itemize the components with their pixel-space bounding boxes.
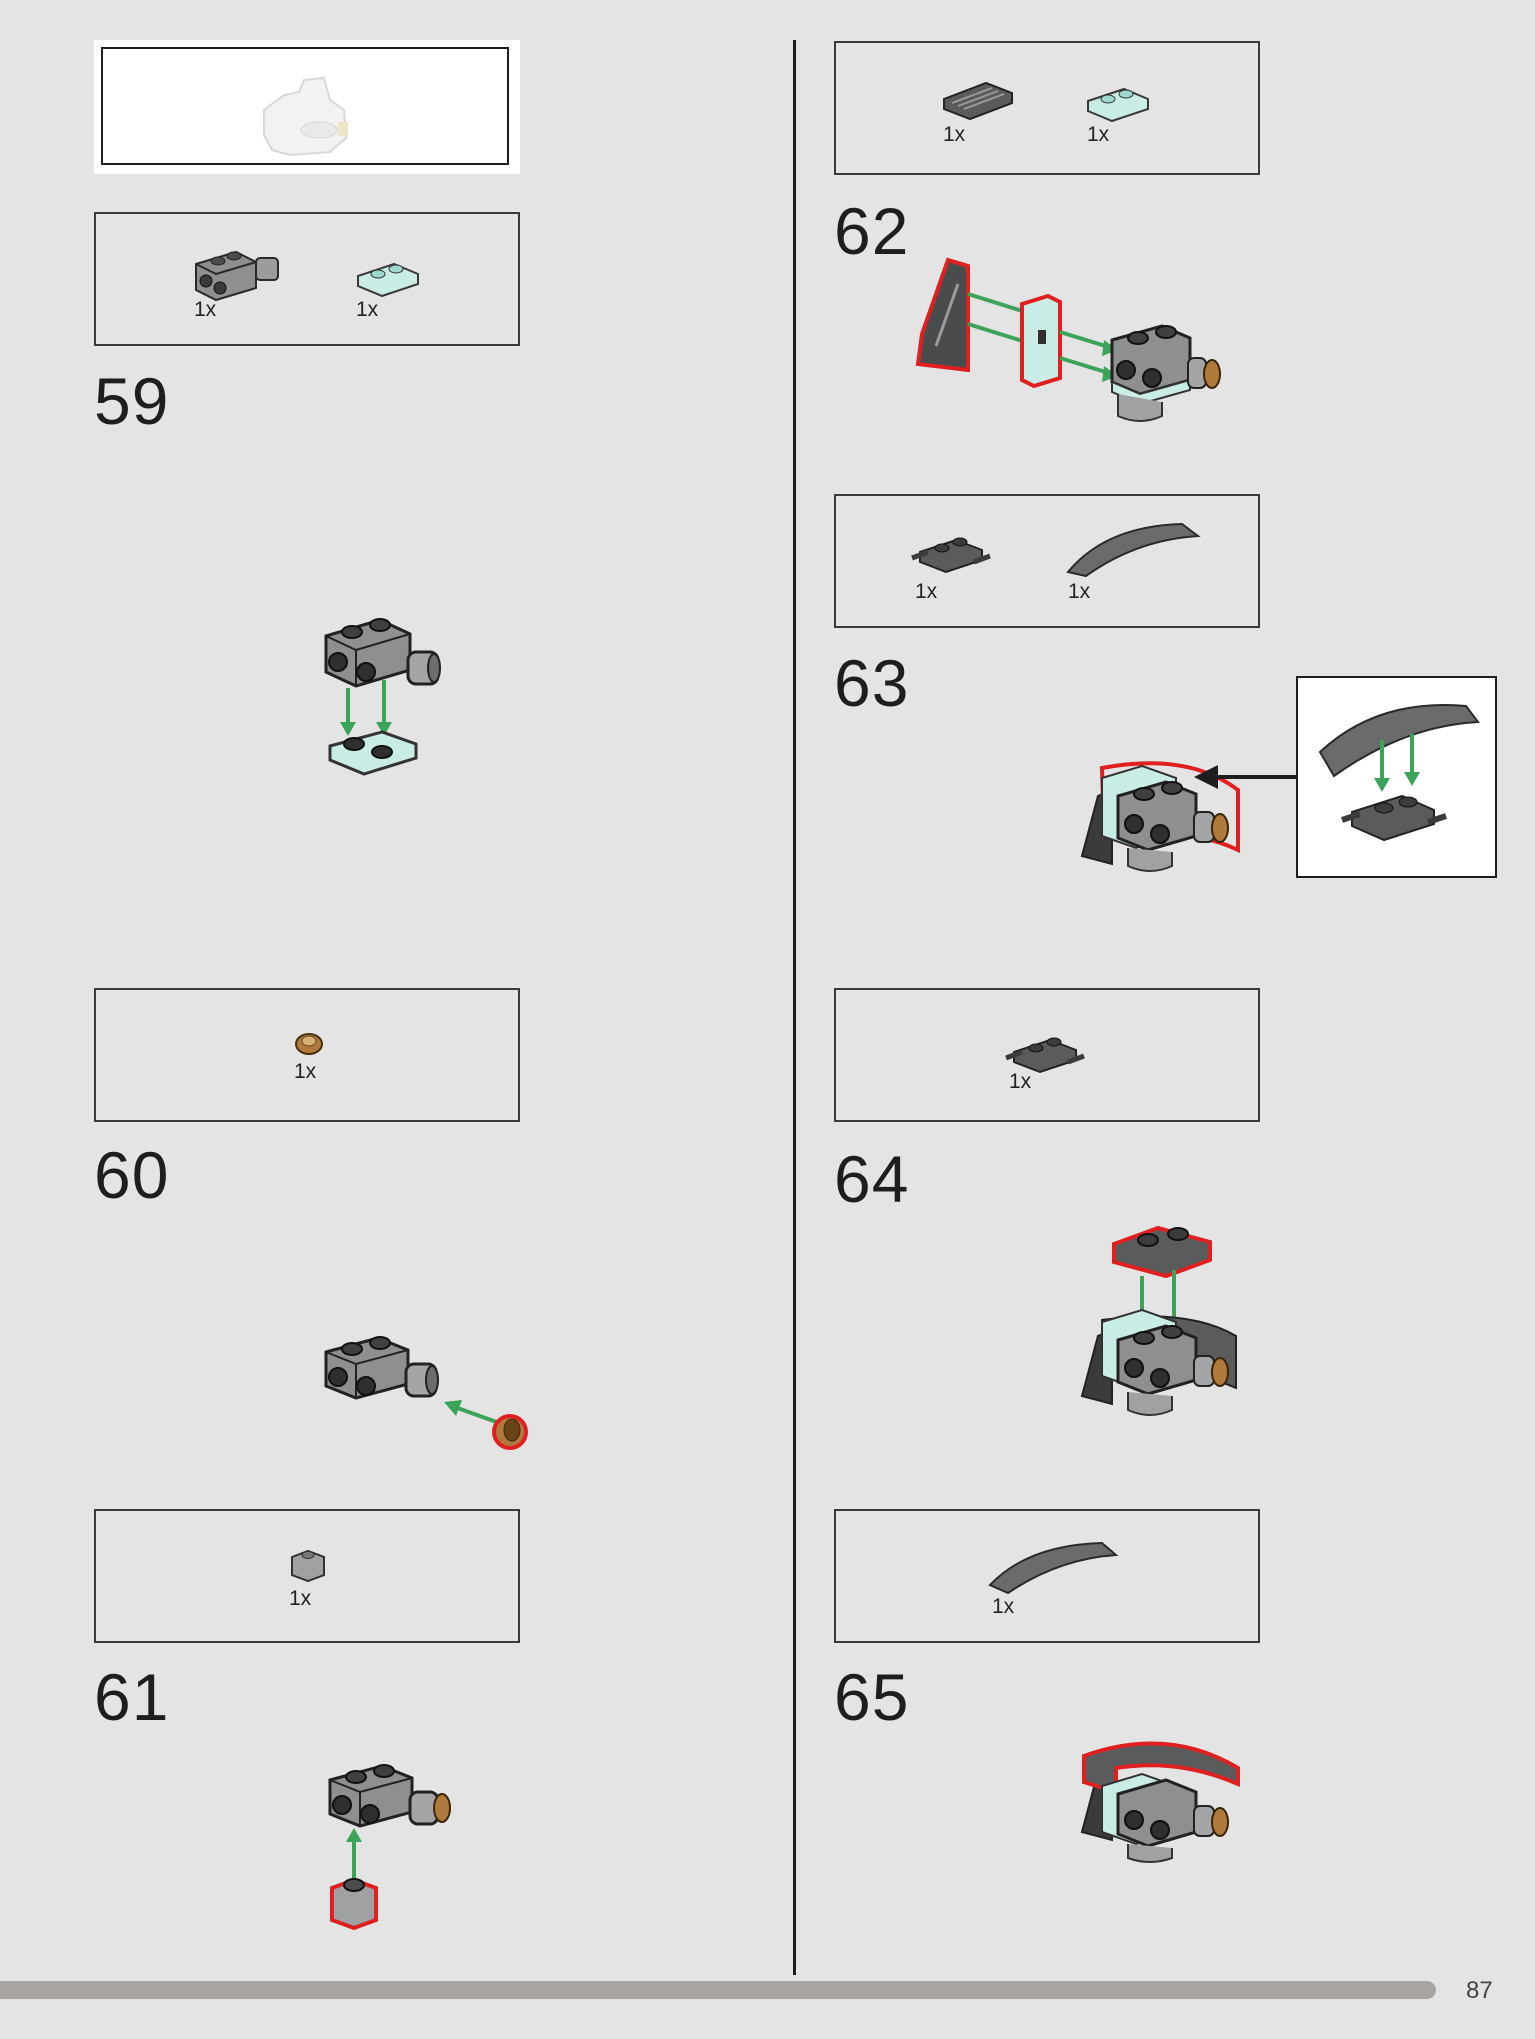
brick-1x2-side-studs-icon: [195, 250, 279, 302]
part-qty: 1x: [294, 1060, 317, 1083]
part-qty: 1x: [992, 1595, 1015, 1618]
model-reference-frame: [101, 47, 509, 165]
parts-box-step-62: 1x 1x: [834, 41, 1260, 175]
step-65-assembly-illustration: [1080, 1741, 1240, 1863]
curved-slope-dark-icon: [1066, 522, 1201, 578]
part-qty: 1x: [915, 580, 938, 603]
part-qty: 1x: [1068, 580, 1091, 603]
part-qty: 1x: [1087, 123, 1110, 146]
step-number: 63: [834, 646, 910, 720]
parts-box-step-60: 1x: [94, 988, 520, 1122]
step-number: 60: [94, 1138, 170, 1212]
step-59-assembly-illustration: [324, 618, 441, 776]
step-61-assembly-illustration: [328, 1764, 451, 1931]
step-63-assembly-illustration: [1080, 761, 1240, 872]
progress-bar: [0, 1981, 1436, 1999]
trans-plate-1x2-icon: [357, 262, 419, 298]
part-qty: 1x: [289, 1587, 312, 1610]
page-number: 87: [1466, 1977, 1493, 2004]
parts-box-step-61: 1x: [94, 1509, 520, 1643]
step-number: 59: [94, 364, 170, 438]
part-qty: 1x: [194, 298, 217, 321]
part-qty: 1x: [356, 298, 379, 321]
plate-with-handles-dark-icon: [1005, 1037, 1085, 1074]
step-64-assembly-illustration: [1080, 1225, 1237, 1416]
trans-plate-1x2-icon: [1087, 87, 1149, 123]
model-silhouette-icon: [263, 76, 348, 157]
sub-assembly-illustration: [1318, 704, 1480, 842]
round-tile-pearl-gold-icon: [295, 1033, 323, 1055]
column-divider: [793, 40, 796, 1975]
parts-box-step-65: 1x: [834, 1509, 1260, 1643]
part-qty: 1x: [943, 123, 966, 146]
slope-grille-dark-icon: [943, 81, 1013, 121]
step-62-assembly-illustration: [915, 257, 1221, 422]
plate-with-handles-dark-icon: [911, 537, 991, 574]
curved-slope-dark-icon: [988, 1541, 1119, 1595]
step-number: 62: [834, 194, 910, 268]
parts-box-step-59: 1x 1x: [94, 212, 520, 346]
step-number: 61: [94, 1660, 170, 1734]
step-60-assembly-illustration: [324, 1336, 528, 1450]
step-number: 64: [834, 1142, 910, 1216]
insert-arrow: [1194, 765, 1300, 789]
parts-box-step-64: 1x: [834, 988, 1260, 1122]
part-qty: 1x: [1009, 1070, 1032, 1093]
parts-box-step-63: 1x 1x: [834, 494, 1260, 628]
step-number: 65: [834, 1660, 910, 1734]
model-reference-box: [94, 40, 520, 174]
sub-assembly-callout: [1296, 676, 1497, 878]
brick-1x1-gray-icon: [291, 1549, 325, 1583]
